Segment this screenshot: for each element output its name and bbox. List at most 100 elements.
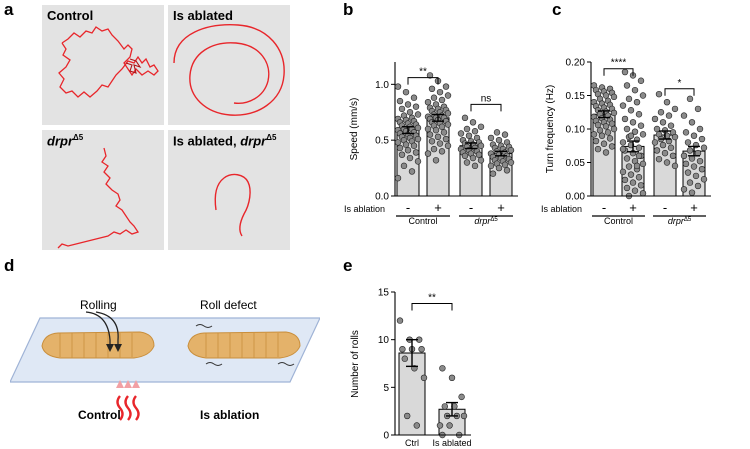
- chart-c-point: [610, 125, 618, 133]
- chart-b-point: [426, 72, 434, 79]
- chart-c-point: [621, 115, 629, 123]
- chart-c-point: [682, 129, 690, 136]
- chart-c-point: [690, 132, 698, 139]
- chart-c-point: [669, 152, 677, 160]
- track-is-ablated: Is ablated: [168, 5, 290, 125]
- chart-e-point: [396, 317, 404, 324]
- chart-e-point: [448, 374, 456, 381]
- chart-c-point: [592, 137, 600, 145]
- label-control: Control: [47, 8, 94, 23]
- chart-b-point: [438, 123, 446, 130]
- chart-b-point: [442, 83, 450, 90]
- chart-e-point: [446, 422, 453, 429]
- panel-letter-a: a: [4, 0, 14, 19]
- chart-c-sig-label: ****: [611, 58, 627, 69]
- chart-b-point: [444, 110, 452, 117]
- chart-c-point: [680, 186, 688, 193]
- chart-b-point: [461, 152, 469, 160]
- chart-b-point: [406, 154, 414, 162]
- chart-c-point: [610, 93, 618, 101]
- chart-c-sign: -: [663, 200, 667, 215]
- chart-b-point: [424, 125, 432, 133]
- chart-b-point: [432, 157, 440, 164]
- chart-c-point: [665, 112, 673, 119]
- chart-c-sign: -: [602, 200, 606, 215]
- chart-b-point: [430, 94, 438, 101]
- chart-e-sig-bracket: [411, 302, 453, 311]
- chart-c-group-label: drprΔ5: [668, 216, 692, 226]
- chart-b-point: [432, 126, 440, 134]
- chart-b-point: [402, 88, 410, 96]
- chart-b-point: [440, 129, 448, 136]
- chart-c-point: [694, 182, 702, 190]
- chart-c-point: [657, 109, 665, 116]
- chart-b-point: [493, 129, 501, 136]
- chart-c-sig-label: *: [678, 78, 682, 89]
- chart-b-point: [424, 98, 432, 106]
- chart-c-point: [686, 179, 694, 186]
- chart-c-point: [671, 162, 679, 170]
- chart-b-sign: -: [469, 200, 473, 215]
- chart-c-point: [619, 168, 627, 176]
- heat-icon: [116, 380, 140, 421]
- chart-b-point: [436, 88, 444, 96]
- chart-b-point: [444, 92, 452, 99]
- chart-c-point: [623, 155, 631, 162]
- track-drpr-path: [57, 147, 140, 249]
- chart-c-ytick-label: 0.10: [566, 125, 586, 136]
- chart-b-point: [424, 150, 432, 157]
- chart-e-point: [413, 422, 420, 429]
- chart-b-point: [414, 111, 422, 118]
- chart-c-point: [623, 82, 631, 89]
- chart-c-point: [608, 143, 616, 150]
- chart-c-point: [684, 169, 692, 176]
- chart-b-point: [501, 131, 509, 138]
- chart-c-point: [667, 144, 675, 151]
- chart-b-point: [495, 136, 503, 144]
- chart-c-point: [694, 105, 702, 113]
- chart-c-point: [700, 144, 708, 151]
- chart-c-point: [623, 125, 631, 133]
- chart-b-point: [408, 168, 416, 175]
- chart-c-point: [655, 155, 663, 163]
- chart-b-point: [487, 134, 495, 142]
- chart-c-point: [608, 120, 616, 127]
- chart-c-point: [610, 109, 618, 117]
- chart-b-point: [404, 147, 412, 154]
- chart-c-point: [625, 95, 633, 103]
- chart-c-point: [651, 139, 659, 146]
- chart-b-point: [444, 142, 452, 149]
- chart-b-point: [438, 148, 446, 155]
- chart-c-point: [661, 149, 669, 157]
- panel-letter-b: b: [343, 0, 354, 19]
- chart-c-point: [663, 159, 671, 166]
- chart-c-ytick-label: 0.20: [566, 58, 586, 69]
- chart-b-group-label: Control: [408, 216, 437, 226]
- chart-e-point: [458, 393, 465, 401]
- chart-c-sig-bracket: [664, 88, 695, 96]
- chart-c-point: [671, 133, 679, 141]
- chart-c-point: [639, 131, 647, 138]
- chart-b-ytick-label: 0.0: [375, 192, 389, 203]
- label-rolling: Rolling: [80, 298, 117, 312]
- chart-c-point: [606, 135, 614, 142]
- label-control-condition: Control: [78, 408, 121, 422]
- chart-e-point: [420, 374, 428, 381]
- chart-b-point: [412, 103, 420, 110]
- chart-b-point: [414, 158, 422, 165]
- chart-c-point: [629, 119, 637, 126]
- chart-b-point: [402, 141, 410, 148]
- chart-c-point: [667, 122, 675, 129]
- chart-b-sig-label: **: [419, 67, 427, 78]
- chart-b-point: [396, 144, 404, 152]
- chart-b-point: [501, 161, 509, 168]
- chart-c-point: [635, 174, 643, 181]
- chart-c-point: [619, 139, 627, 146]
- chart-c-point: [619, 102, 627, 109]
- chart-c-point: [602, 92, 610, 99]
- chart-b-point: [428, 85, 436, 93]
- chart-b-point: [404, 101, 412, 108]
- chart-c-point: [688, 119, 696, 126]
- chart-e-ytick-label: 0: [383, 431, 389, 442]
